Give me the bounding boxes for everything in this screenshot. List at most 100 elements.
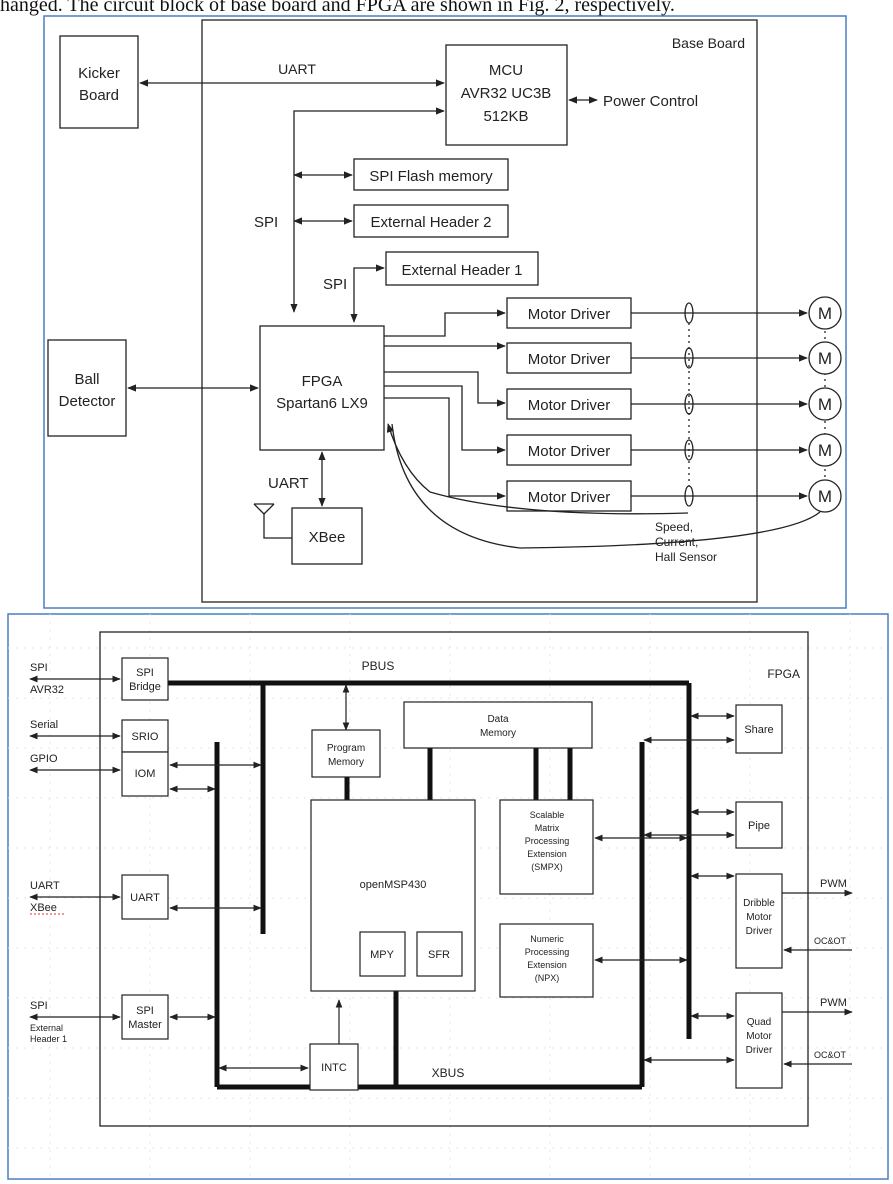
figure-1-base-board: Base Board Kicker Board UART MCU AVR32 U… (43, 15, 847, 609)
dribble-label-3: Driver (746, 926, 773, 937)
openmsp430-label: openMSP430 (360, 879, 427, 891)
quad-driver-box (735, 992, 783, 1089)
ball-label-2: Detector (59, 393, 116, 410)
motor-driver-2: Motor Driver (506, 342, 632, 374)
share-label: Share (744, 724, 773, 736)
npx-label-2: Processing (525, 947, 570, 957)
motor-circle (808, 387, 842, 421)
data-memory-box (403, 701, 593, 749)
sig-spi: SPI (30, 662, 48, 674)
pwm-label: PWM (820, 878, 847, 890)
mcu-box (445, 44, 568, 146)
ext-header-1-arrow (350, 264, 385, 323)
pwm2-label: PWM (820, 997, 847, 1009)
motor-driver-label: Motor Driver (528, 397, 611, 414)
uart-box (121, 874, 169, 920)
iom-box (121, 751, 169, 797)
mcu-label-2: AVR32 UC3B (461, 85, 552, 102)
quad-label-3: Driver (746, 1045, 773, 1056)
power-control-label: Power Control (603, 93, 698, 110)
figure-caption: hanged. The circuit block of base board … (0, 0, 675, 16)
spi-bridge-label-2: Bridge (129, 681, 161, 693)
intc-box (309, 1043, 359, 1091)
bundle-mark (684, 439, 694, 461)
sig-serial: Serial (30, 719, 58, 731)
ext-header-1-box (385, 251, 539, 286)
sensor-feedback-curve-2 (391, 423, 821, 549)
dribble-label-2: Motor (746, 912, 772, 923)
spi-master-box (121, 994, 169, 1040)
motor-driver-3: Motor Driver (506, 388, 632, 420)
mcu-label-1: MCU (489, 62, 523, 79)
kicker-label-1: Kicker (78, 65, 120, 82)
base-board-label: Base Board (672, 35, 745, 51)
motor-1: M (808, 296, 842, 330)
motor-2: M (808, 341, 842, 375)
xbee-label: XBee (309, 529, 346, 546)
fig1-frame (43, 15, 847, 609)
motor-driver-4: Motor Driver (506, 434, 632, 466)
mpy-label: MPY (370, 949, 395, 961)
motor-driver-box (506, 434, 632, 466)
sig-external-2: Header 1 (30, 1034, 67, 1044)
motor-driver-box (506, 297, 632, 329)
fpga-md5-line (384, 397, 506, 500)
smpx-label-4: Extension (527, 849, 567, 859)
sig-xbee: XBee (30, 902, 57, 914)
motor-driver-label: Motor Driver (528, 306, 611, 323)
ball-label-1: Ball (74, 371, 99, 388)
quad-label-1: Quad (747, 1017, 771, 1028)
motor-5: M (808, 479, 842, 513)
fpga-label-1: FPGA (302, 373, 343, 390)
smpx-label-1: Scalable (530, 810, 565, 820)
spi-flash-label: SPI Flash memory (369, 168, 493, 185)
kicker-label-2: Board (79, 87, 119, 104)
quad-label-2: Motor (746, 1031, 772, 1042)
motor-symbol: M (818, 487, 832, 506)
xbee-box (291, 507, 363, 565)
smpx-box (499, 799, 594, 895)
pipe-box (735, 801, 783, 849)
motor-circle (808, 296, 842, 330)
smpx-label-2: Matrix (535, 823, 560, 833)
dmem-label-1: Data (487, 714, 509, 725)
motor-symbol: M (818, 304, 832, 323)
spi-bridge-label-1: SPI (136, 667, 154, 679)
motor-symbol: M (818, 349, 832, 368)
motor-circle (808, 341, 842, 375)
motor-driver-label: Motor Driver (528, 489, 611, 506)
ocot-label: OC&OT (814, 936, 847, 946)
smpx-label-3: Processing (525, 836, 570, 846)
uart-label: UART (130, 892, 160, 904)
spi2-label: SPI (323, 276, 347, 293)
srio-label: SRIO (132, 731, 159, 743)
ocot2-label: OC&OT (814, 1050, 847, 1060)
sensor-label-2: Current, (655, 535, 698, 549)
base-board-box (201, 19, 758, 603)
pmem-label-1: Program (327, 743, 365, 754)
npx-box (499, 923, 594, 998)
sig-spi2: SPI (30, 1000, 48, 1012)
pipe-label: Pipe (748, 820, 770, 832)
sig-uart: UART (30, 880, 60, 892)
ext-header-1-label: External Header 1 (402, 262, 523, 279)
mcu-label-3: 512KB (483, 108, 528, 125)
motor-3: M (808, 387, 842, 421)
share-box (735, 704, 783, 754)
sig-external-1: External (30, 1023, 63, 1033)
sensor-label-1: Speed, (655, 520, 693, 534)
uart-top-label: UART (278, 61, 316, 77)
intc-label: INTC (321, 1062, 347, 1074)
motor-symbol: M (818, 441, 832, 460)
fpga-box (259, 325, 385, 451)
motor-4: M (808, 433, 842, 467)
motor-driver-label: Motor Driver (528, 443, 611, 460)
sfr-box (416, 931, 463, 977)
motor-driver-box (506, 342, 632, 374)
spi-flash-box (353, 158, 509, 191)
motor-driver-5: Motor Driver (506, 480, 632, 512)
smpx-label-5: (SMPX) (531, 862, 563, 872)
kicker-board-box (59, 35, 139, 129)
mcu-fpga-spi-line (290, 107, 445, 313)
